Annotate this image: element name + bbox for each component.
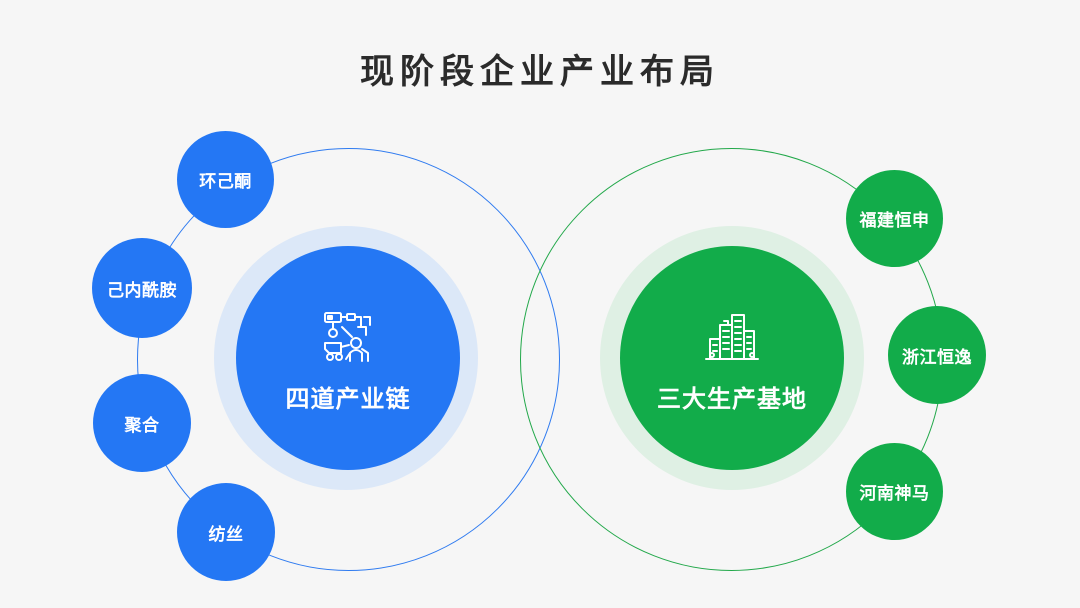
left-node-4: 纺丝: [177, 483, 275, 581]
left-node-3: 聚合: [93, 374, 191, 472]
left-center-circle: 四道产业链: [236, 246, 460, 470]
right-node-1: 福建恒申: [846, 170, 943, 267]
right-node-2: 浙江恒逸: [888, 306, 986, 404]
left-node-2: 己内酰胺: [92, 238, 192, 338]
right-center-circle: 三大生产基地: [620, 246, 844, 470]
left-node-1: 环己酮: [177, 131, 274, 228]
city-buildings-icon: [705, 313, 759, 360]
right-center-label: 三大生产基地: [657, 384, 807, 413]
industrial-chain-icon: [324, 311, 371, 362]
right-node-3: 河南神马: [846, 443, 943, 540]
left-center-label: 四道产业链: [285, 384, 411, 413]
page-title: 现阶段企业产业布局: [360, 52, 720, 92]
